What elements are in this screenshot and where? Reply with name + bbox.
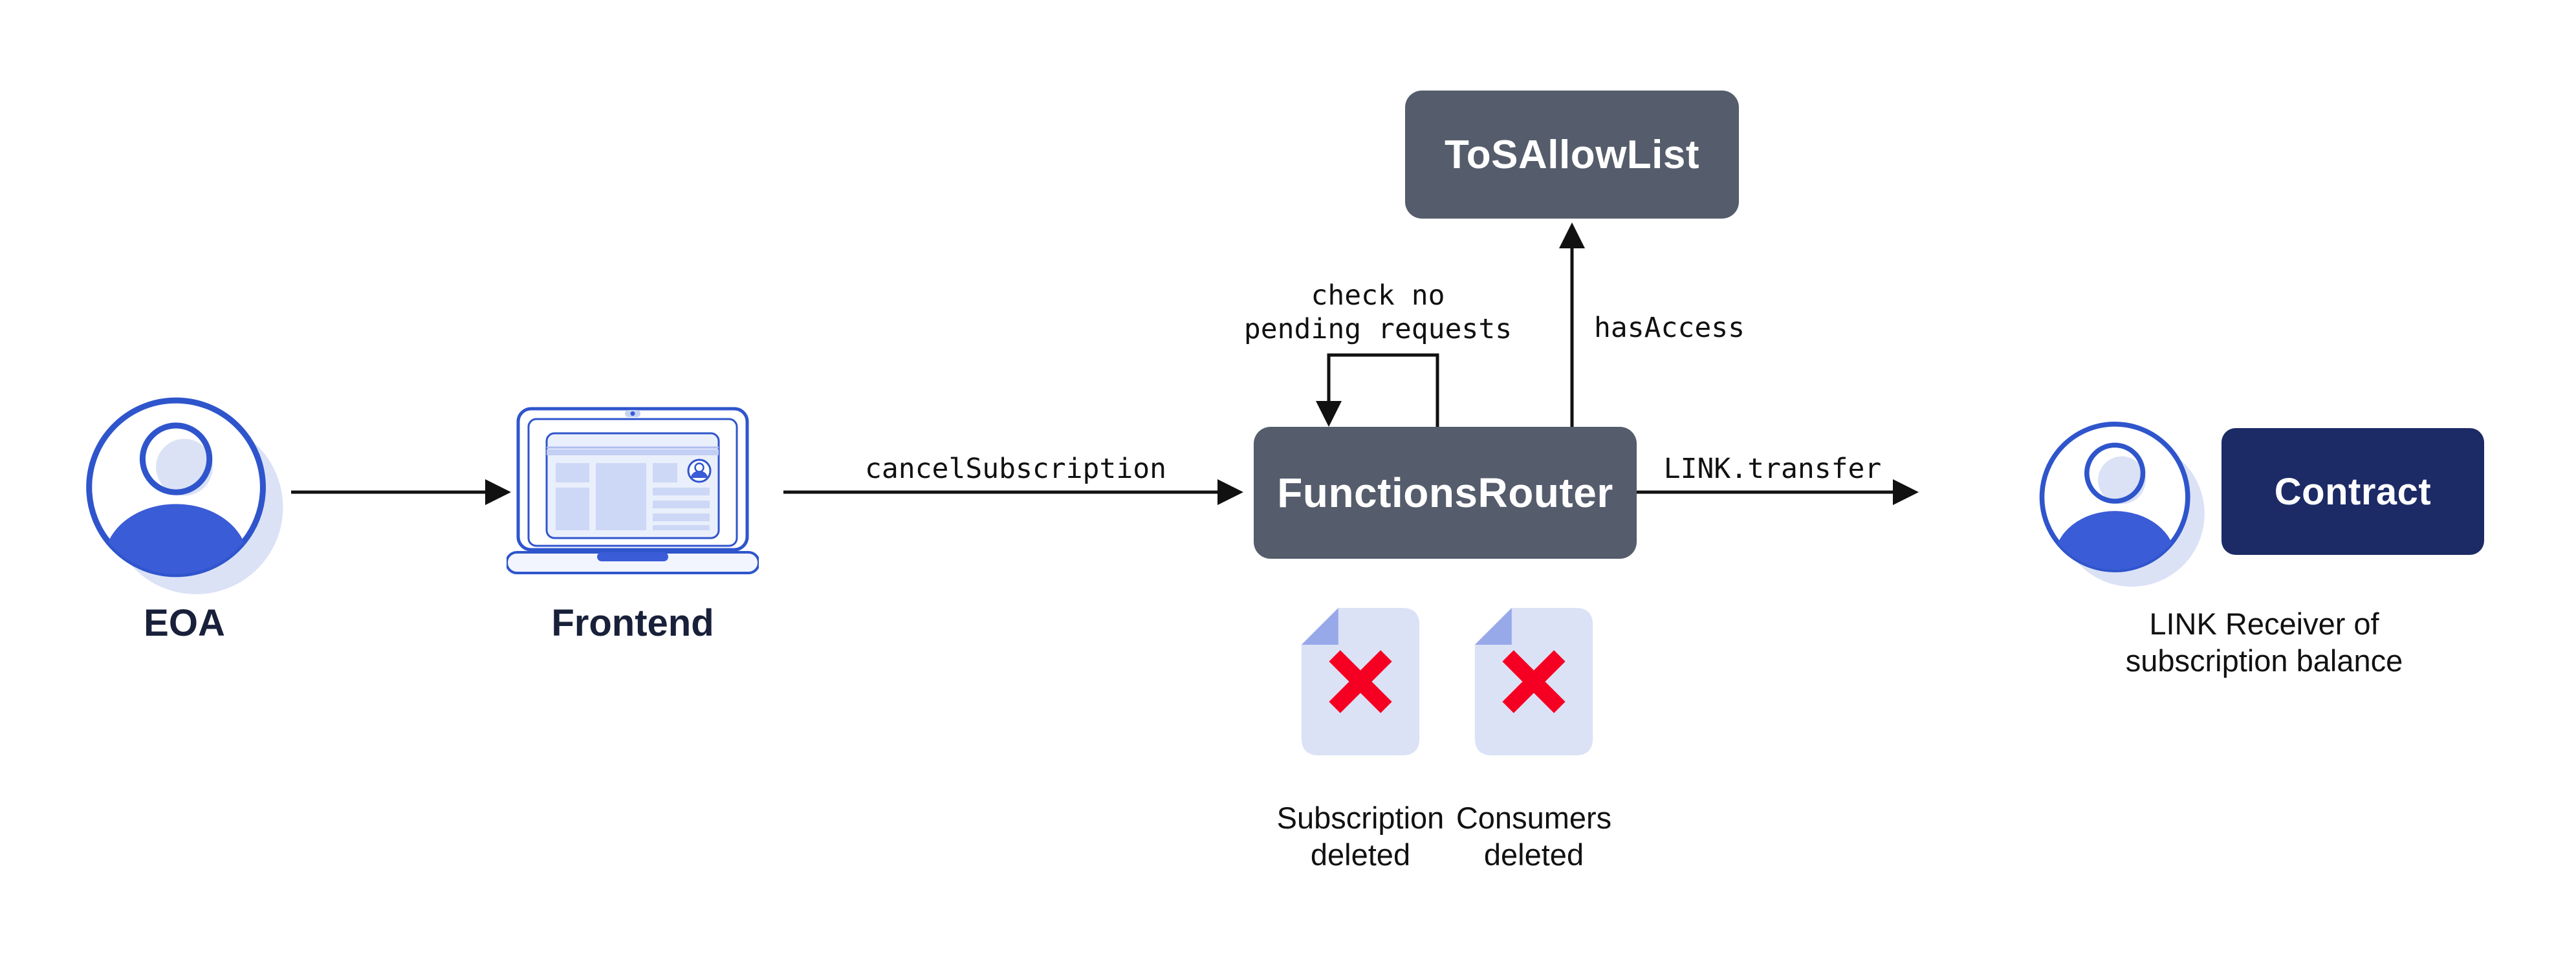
node-functions-router: FunctionsRouter [1254,427,1637,559]
edge-label-check-no-pending-requests: check no pending requests [1243,279,1512,345]
node-label-frontend: Frontend [551,602,714,644]
node-label-eoa: EOA [144,602,225,644]
person-icon [2039,422,2205,587]
node-tos-allow-list: ToSAllowList [1405,91,1739,219]
arrowhead-frontend-to-router [1217,479,1243,505]
caption-link-receiver: LINK Receiver of subscription balance [2125,607,2403,678]
edge-label-cancel-subscription: cancelSubscription [865,453,1166,485]
edge-label-has-access: hasAccess [1594,312,1745,344]
arrowhead-router-to-receiver [1893,479,1919,505]
caption-consumers-deleted: Consumers deleted [1456,801,1612,872]
node-contract: Contract [2221,428,2484,555]
red-x-icon [1502,650,1566,713]
page-fold [1474,608,1512,645]
document-deleted-icon [1301,608,1420,755]
laptop-icon [507,407,759,574]
person-icon [86,397,283,594]
edge-label-link-transfer: LINK.transfer [1663,453,1882,485]
document-deleted-icon [1474,608,1593,755]
page-fold [1301,608,1338,645]
caption-subscription-deleted: Subscription deleted [1276,801,1445,872]
arrowhead-router-to-allowlist [1559,222,1585,248]
red-x-icon [1329,650,1392,713]
arrowhead-router-self-loop [1316,401,1342,427]
arrow-router-self-loop [1327,353,1439,427]
